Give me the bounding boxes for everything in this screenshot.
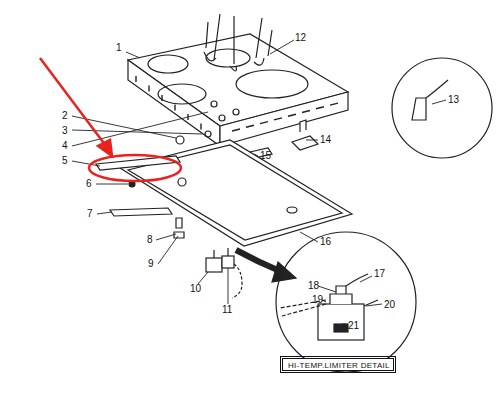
washer: [205, 131, 211, 137]
callout-number: 4: [62, 140, 68, 151]
callout-number: 10: [190, 283, 201, 294]
wire-leads: [206, 14, 272, 64]
plate-front: [220, 92, 348, 146]
washer: [233, 109, 239, 115]
switch-stud: [214, 248, 228, 258]
fastener: [174, 218, 184, 238]
detail-title: HI-TEMP.LIMITER DETAIL: [288, 361, 388, 370]
detail-arrowhead: [272, 262, 296, 282]
callout-number: 16: [320, 236, 331, 247]
switch: [206, 258, 222, 272]
callout-number: 21: [348, 320, 359, 331]
burner-hole: [148, 55, 188, 73]
strap: [110, 208, 172, 216]
callout-number: 11: [222, 304, 232, 315]
callout-number: 9: [148, 258, 154, 269]
callout-number: 19: [312, 294, 323, 305]
detail-circle: [392, 58, 492, 158]
callout-number: 20: [384, 299, 395, 310]
limiter-stud: [330, 286, 352, 304]
callout-number: 5: [62, 155, 68, 166]
nut: [176, 136, 184, 144]
terminal-block: [292, 120, 318, 150]
burner-hole: [206, 49, 250, 67]
callout-number: 3: [62, 125, 68, 136]
switch: [222, 256, 234, 268]
limiter-body: [318, 304, 364, 340]
detail-arrow: [236, 250, 282, 272]
cable: [232, 264, 242, 298]
callout-number: 1: [116, 42, 122, 53]
callout-number: 17: [374, 268, 385, 279]
panel-hole: [287, 207, 297, 213]
callout-number: 14: [320, 134, 331, 145]
highlight: [40, 58, 181, 181]
washer: [219, 115, 225, 121]
callout-number: 8: [147, 234, 153, 245]
detail-title-box: HI-TEMP.LIMITER DETAIL: [282, 358, 394, 371]
callout-number: 18: [308, 280, 319, 291]
callout-number: 15: [260, 150, 271, 161]
callout-number: 12: [295, 32, 306, 43]
callout-number: 13: [448, 94, 459, 105]
burner-hole: [236, 70, 308, 98]
clip-detail: [412, 80, 448, 120]
nut: [178, 178, 186, 186]
burner-hole: [158, 84, 206, 104]
detail-circle: [276, 232, 416, 372]
wire-ends: [204, 52, 264, 71]
leader-lines: [72, 40, 446, 324]
callout-number: 7: [87, 208, 93, 219]
callout-number: 2: [62, 110, 68, 121]
washer: [211, 101, 217, 107]
limiter-label: [334, 324, 348, 332]
callout-number: 6: [86, 178, 92, 189]
